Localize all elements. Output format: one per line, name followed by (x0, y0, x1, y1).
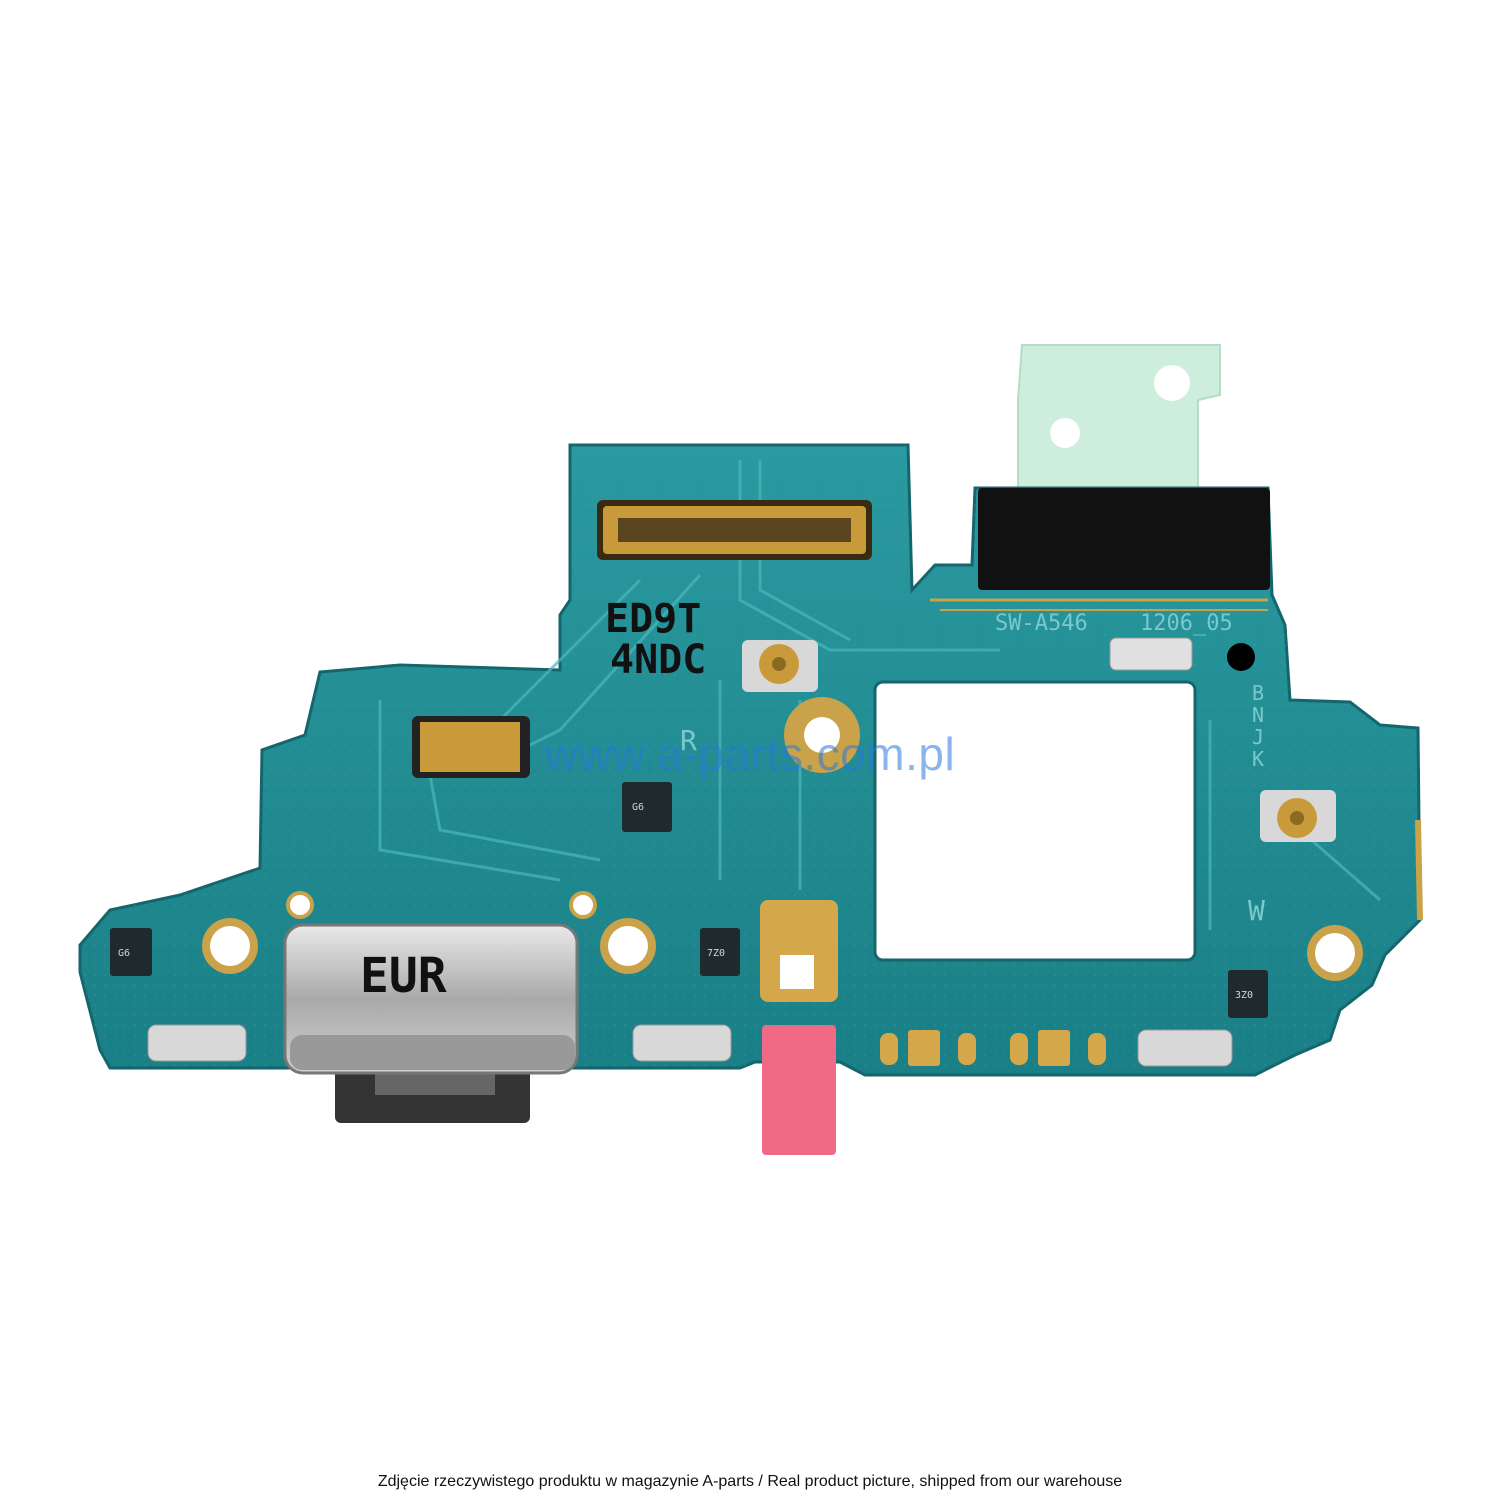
revision-marking: 1206_05 (1140, 611, 1233, 636)
board-marking-1: ED9T (605, 596, 701, 642)
antenna-socket-1 (742, 640, 818, 692)
ink-dot (1227, 643, 1255, 671)
small-connector (412, 716, 530, 778)
model-marking: SW-A546 (995, 611, 1088, 636)
chip-label-1: G6 (118, 948, 130, 959)
fpc-connector (597, 500, 872, 560)
mount-hole-ring (784, 697, 860, 773)
silk-letter-b: B (1252, 681, 1264, 705)
board-marking-2: 4NDC (610, 637, 706, 683)
protective-film (1017, 344, 1221, 506)
chip-labels: G6 7Z0 3Z0 G6 (118, 802, 1253, 1001)
chip-label-4: G6 (632, 802, 644, 813)
gold-pads (880, 1030, 1106, 1066)
caption: Zdjęcie rzeczywistego produktu w magazyn… (377, 1473, 1123, 1490)
board-cutout (873, 680, 1197, 962)
spring-contacts (147, 637, 1233, 1067)
usb-c-port (283, 923, 579, 1123)
antenna-socket-2 (1260, 790, 1336, 842)
silk-letter-j: J (1252, 725, 1264, 749)
silk-letter-w: W (1248, 894, 1265, 927)
pink-tape (762, 1025, 836, 1155)
chip-label-2: 7Z0 (707, 948, 725, 959)
silk-letter-r: R (680, 724, 697, 757)
mount-holes (202, 891, 1363, 981)
ic-chips (110, 782, 1268, 1018)
silk-letter-k: K (1252, 747, 1264, 771)
shield-pad (978, 488, 1270, 590)
chip-label-3: 3Z0 (1235, 990, 1253, 1001)
silk-letter-n: N (1252, 703, 1264, 727)
microphone (760, 900, 838, 1002)
connector-label: EUR (360, 948, 447, 1004)
silk-letters-column: B N J K (1252, 681, 1264, 771)
